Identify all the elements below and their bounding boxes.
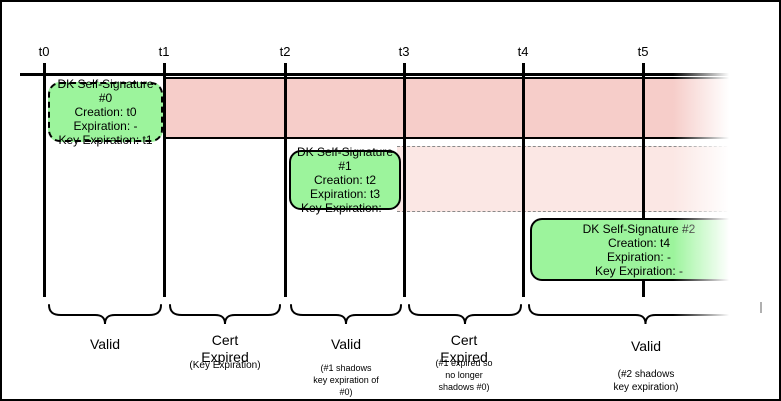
tick-label-t0: t0 — [38, 44, 50, 59]
period-1-label: Valid — [89, 336, 121, 352]
tick-label-t2: t2 — [279, 44, 291, 59]
timeline-axis — [20, 73, 732, 76]
tick-label-t5: t5 — [637, 44, 649, 59]
signature-0-title: DK Self-Signature #0 — [57, 77, 154, 105]
signature-0-creation: Creation: t0 — [74, 105, 137, 119]
signature-1-creation: Creation: t2 — [313, 173, 377, 187]
period-4-note: (#1 expired so no longer shadows #0) — [435, 358, 493, 392]
tick-label-t1: t1 — [158, 44, 170, 59]
period-4-label: Cert Expired — [440, 332, 488, 365]
brace-period-4 — [408, 304, 522, 325]
signature-1-title: DK Self-Signature #1 — [296, 145, 394, 173]
signature-2-title: DK Self-Signature #2 — [582, 221, 696, 236]
tick-line-t4 — [522, 63, 525, 297]
period-3-label: Valid — [330, 336, 362, 352]
brace-period-5-end-remnant — [760, 302, 762, 313]
brace-period-2 — [169, 304, 281, 325]
brace-period-3 — [290, 304, 402, 325]
signature-2-key-expiration: Key Expiration: - — [594, 263, 684, 278]
signature-0-key-expiration: Key Expiration: t1 — [58, 133, 153, 147]
shadowed-signature-band — [397, 146, 742, 212]
period-2-label: Cert Expired — [201, 332, 249, 365]
period-2-note: (Key Expiration) — [189, 360, 261, 371]
brace-period-5 — [528, 304, 763, 325]
signature-1-expiration: Expiration: t3 — [309, 187, 381, 201]
tick-line-t1 — [163, 63, 166, 297]
tick-line-t5 — [642, 63, 645, 297]
signature-0-expiration: Expiration: - — [73, 119, 138, 133]
signature-2-expiration: Expiration: - — [606, 249, 672, 264]
signature-1-key-expiration: Key Expiration: - — [300, 201, 390, 215]
tick-line-t0 — [43, 63, 46, 297]
tick-line-t2 — [284, 63, 287, 297]
active-signature-band — [163, 77, 744, 139]
signature-box-2: DK Self-Signature #2 Creation: t4 Expira… — [530, 218, 746, 281]
period-5-note: (#2 shadows key expiration) — [613, 369, 679, 393]
brace-period-1 — [48, 304, 162, 325]
signature-2-creation: Creation: t4 — [607, 235, 671, 250]
signature-box-0: DK Self-Signature #0 Creation: t0 Expira… — [48, 77, 163, 147]
tick-line-t3 — [403, 63, 406, 297]
tick-label-t4: t4 — [517, 44, 529, 59]
period-3-note: (#1 shadows key expiration of #0) — [313, 363, 379, 397]
period-5-label: Valid — [630, 338, 662, 354]
signature-box-1: DK Self-Signature #1 Creation: t2 Expira… — [289, 145, 401, 215]
tick-label-t3: t3 — [398, 44, 410, 59]
